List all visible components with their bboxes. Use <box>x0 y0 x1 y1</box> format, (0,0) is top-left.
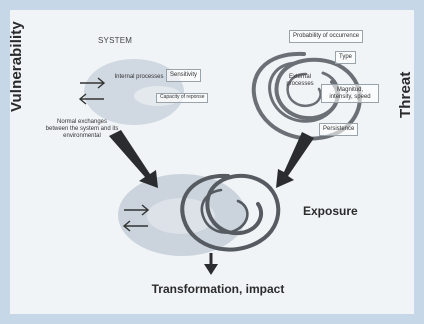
flow-arrows <box>109 130 314 188</box>
sensitivity-box: Sensitivity <box>166 69 202 82</box>
transformation-label: Transformation, impact <box>151 282 285 296</box>
type-box: Type <box>335 51 357 64</box>
exposure-spiral <box>180 173 281 252</box>
capacity-box: Capacity of reponse <box>156 93 209 103</box>
system-label: SYSTEM <box>98 36 133 45</box>
exchange-arrows-bottom <box>122 204 150 232</box>
probability-box: Probability of occurrence <box>289 30 364 43</box>
normal-exchanges-label: Normal exchanges between the system and … <box>45 119 119 139</box>
magnitud-box: Magnitud, intensity, speed <box>321 84 379 104</box>
system-ellipse <box>84 59 184 125</box>
threat-label: Threat <box>397 71 414 118</box>
external-processes-label: External processes <box>286 74 314 87</box>
internal-processes-label: Internal processes <box>114 74 164 80</box>
exchange-arrows-top <box>78 77 106 105</box>
exposure-label: Exposure <box>303 204 358 218</box>
vulnerability-label: Vulnerability <box>8 21 25 112</box>
impact-arrow <box>204 253 218 275</box>
persistence-box: Persistence <box>319 123 359 136</box>
